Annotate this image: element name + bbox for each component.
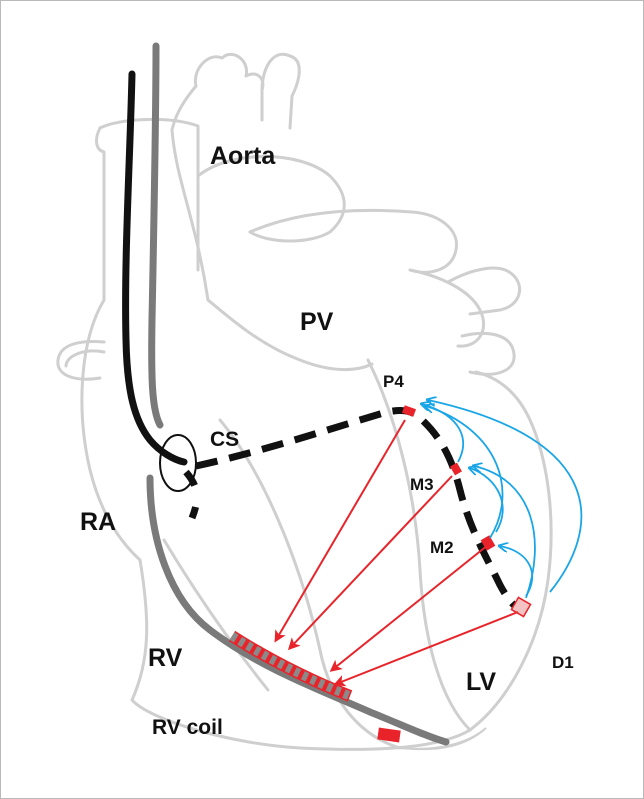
vector-p4-rv [276,420,405,640]
label-rv-coil: RV coil [152,716,223,739]
vector-d1-p4 [428,400,581,592]
label-p4: P4 [383,372,404,391]
label-rv: RV [148,644,183,672]
blue-vectors [422,400,581,598]
label-lv: LV [466,668,496,696]
rv-lead [150,46,446,742]
label-m2: M2 [430,538,454,557]
label-pv: PV [300,308,334,336]
label-cs: CS [210,428,239,451]
label-d1: D1 [552,653,574,672]
label-m3: M3 [410,475,434,494]
label-aorta: Aorta [210,142,276,170]
label-ra: RA [80,508,116,536]
vector-m2-rv [332,545,488,670]
vector-d1-m3 [474,466,535,598]
electrode-p4 [402,405,416,417]
vector-m3-rv [290,476,452,648]
lv-lead [126,74,520,610]
